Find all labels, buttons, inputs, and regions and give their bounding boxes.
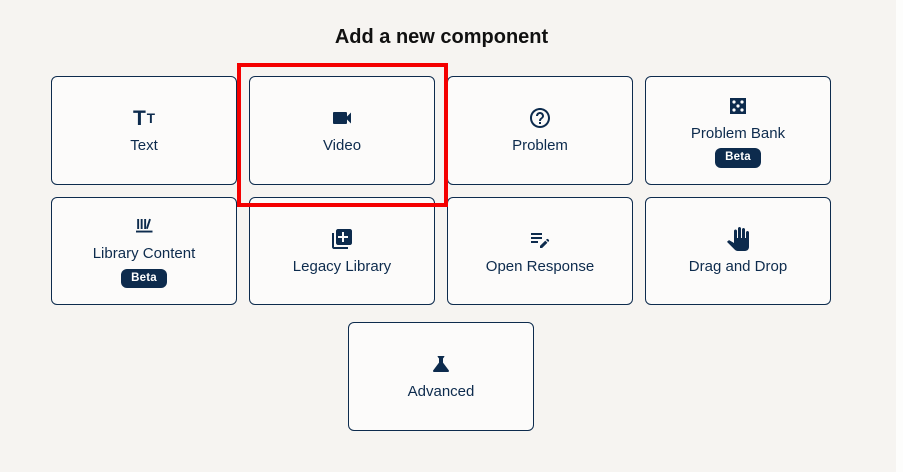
page-title: Add a new component xyxy=(334,26,549,48)
question-circle-icon xyxy=(528,106,552,130)
card-label: Problem Bank xyxy=(690,124,786,142)
component-card-drag-and-drop[interactable]: Drag and Drop xyxy=(645,197,831,305)
card-label: Open Response xyxy=(485,257,595,275)
component-card-video[interactable]: Video xyxy=(249,76,435,185)
card-label: Legacy Library xyxy=(292,257,392,275)
scrollbar-track xyxy=(896,0,903,472)
flask-icon xyxy=(429,352,453,376)
card-label: Text xyxy=(130,137,158,155)
edit-note-icon xyxy=(528,227,552,251)
beta-badge: Beta xyxy=(121,268,167,288)
component-row-3: Advanced xyxy=(51,322,831,431)
books-shelf-icon xyxy=(132,214,156,238)
card-label: Advanced xyxy=(407,383,475,401)
component-card-open-response[interactable]: Open Response xyxy=(447,197,633,305)
card-label: Video xyxy=(322,137,362,155)
dice-icon xyxy=(726,94,750,118)
video-camera-icon xyxy=(330,106,354,130)
component-card-problem[interactable]: Problem xyxy=(447,76,633,185)
card-label: Library Content xyxy=(92,245,196,262)
library-add-icon xyxy=(330,227,354,251)
hand-icon xyxy=(726,226,750,251)
component-card-advanced[interactable]: Advanced xyxy=(348,322,534,431)
beta-badge: Beta xyxy=(715,148,761,168)
component-card-library-content[interactable]: Library Content Beta xyxy=(51,197,237,305)
component-card-problem-bank[interactable]: Problem Bank Beta xyxy=(645,76,831,185)
card-label: Drag and Drop xyxy=(688,257,788,275)
component-card-legacy-library[interactable]: Legacy Library xyxy=(249,197,435,305)
component-row-2: Library Content Beta Legacy Library Open… xyxy=(51,197,831,305)
card-label: Problem xyxy=(512,137,568,155)
